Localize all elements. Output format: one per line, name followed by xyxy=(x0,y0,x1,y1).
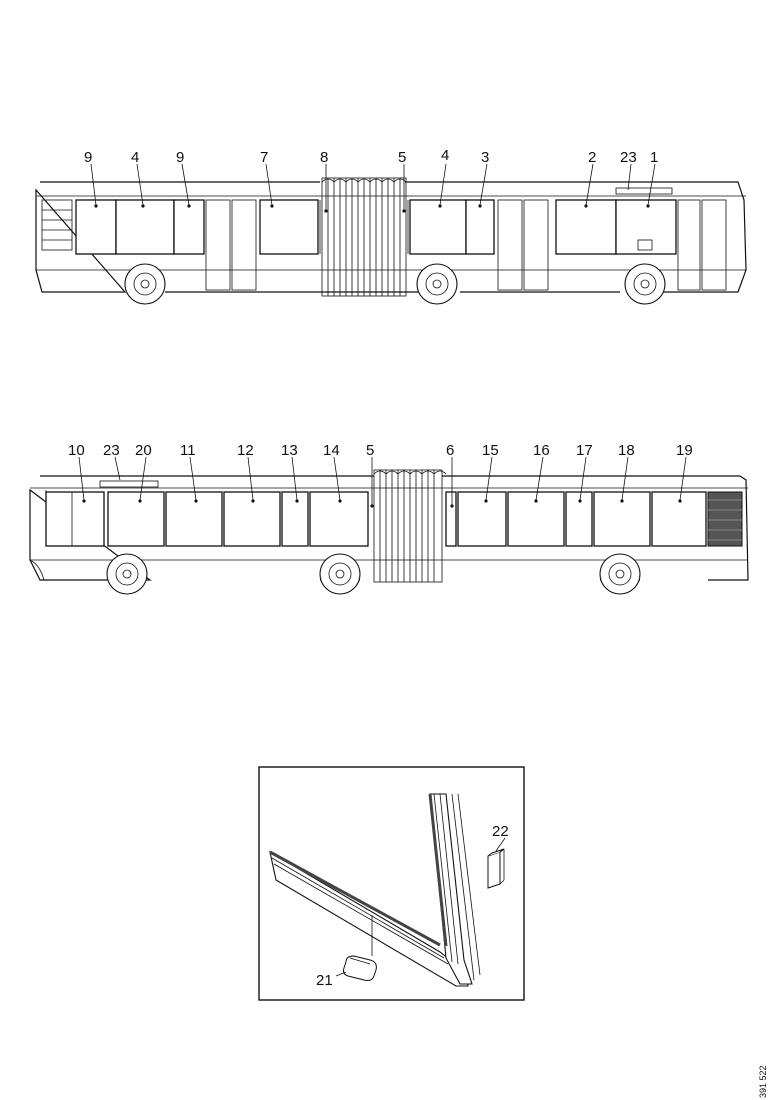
callout-label: 15 xyxy=(482,442,499,459)
window xyxy=(465,199,495,255)
window xyxy=(259,199,319,255)
destination-sign xyxy=(99,480,159,488)
callout-leaders-top xyxy=(90,163,656,213)
callout-label: 6 xyxy=(446,442,454,459)
callout-label: 4 xyxy=(441,147,449,164)
callout-labels-top: 9 4 9 7 8 5 4 3 2 23 1 xyxy=(84,147,658,166)
callout-label: 22 xyxy=(492,823,509,840)
wheel xyxy=(124,263,166,305)
window xyxy=(555,199,617,255)
wheel xyxy=(106,553,148,595)
articulation-bellows xyxy=(373,469,447,583)
callout-label: 10 xyxy=(68,442,85,459)
window xyxy=(409,199,467,255)
callout-label: 23 xyxy=(620,149,637,166)
callout-label: 18 xyxy=(618,442,635,459)
wheel xyxy=(624,263,666,305)
callout-label: 5 xyxy=(366,442,374,459)
window xyxy=(165,491,223,547)
reference-number: 391 522 xyxy=(758,1065,768,1098)
callout-label: 9 xyxy=(176,149,184,166)
destination-sign xyxy=(615,187,673,195)
wheel xyxy=(599,553,641,595)
window xyxy=(281,491,309,547)
rear-grille xyxy=(41,199,73,251)
window xyxy=(615,199,677,255)
callout-labels-bottom: 10 23 20 11 12 13 14 5 6 15 16 17 18 19 xyxy=(68,442,693,459)
window xyxy=(115,199,175,255)
callout-label: 20 xyxy=(135,442,152,459)
callout-label: 21 xyxy=(316,972,333,989)
window xyxy=(45,491,105,547)
callout-label: 9 xyxy=(84,149,92,166)
callout-label: 12 xyxy=(237,442,254,459)
window xyxy=(445,491,457,547)
callout-label: 5 xyxy=(398,149,406,166)
callout-label: 11 xyxy=(180,442,196,459)
window-seal-detail: 22 21 xyxy=(258,766,525,1001)
callout-label: 3 xyxy=(481,149,489,166)
window xyxy=(75,199,117,255)
callout-label: 16 xyxy=(533,442,550,459)
callout-label: 14 xyxy=(323,442,340,459)
callout-label: 4 xyxy=(131,149,139,166)
callout-label: 1 xyxy=(650,149,658,166)
callout-leaders-bottom xyxy=(78,456,687,508)
wheel xyxy=(416,263,458,305)
window xyxy=(173,199,205,255)
callout-label: 17 xyxy=(576,442,593,459)
callout-label: 13 xyxy=(281,442,298,459)
articulation-bellows xyxy=(321,177,407,297)
bus-side-view-top: 9 4 9 7 8 5 4 3 2 23 1 xyxy=(35,147,747,305)
window xyxy=(457,491,507,547)
callout-label: 7 xyxy=(260,149,268,166)
part-21 xyxy=(343,955,377,981)
part-22 xyxy=(487,848,505,889)
window xyxy=(107,491,165,547)
callout-label: 2 xyxy=(588,149,596,166)
callout-label: 19 xyxy=(676,442,693,459)
callout-label: 8 xyxy=(320,149,328,166)
engine-grille xyxy=(707,491,743,547)
callout-label: 23 xyxy=(103,442,120,459)
wheel xyxy=(319,553,361,595)
bus-side-view-bottom: 10 23 20 11 12 13 14 5 6 15 16 17 18 19 xyxy=(29,442,749,595)
